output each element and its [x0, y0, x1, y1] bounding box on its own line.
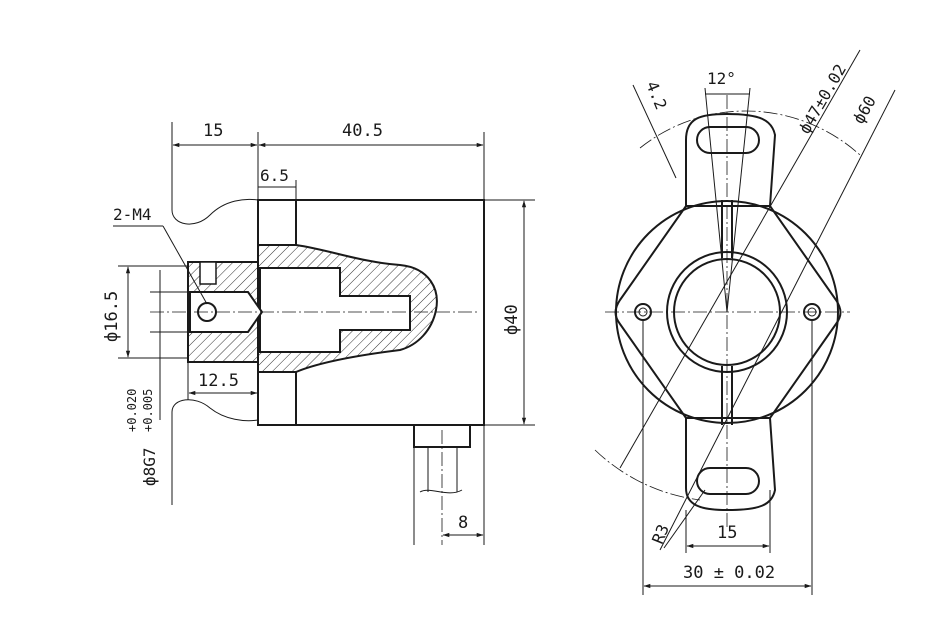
dim-6-5: 6.5: [260, 166, 289, 185]
dim-line-4-2: [632, 84, 677, 179]
slot-bottom: [696, 467, 760, 495]
cable-break: [419, 489, 463, 494]
dim-8g7: ф8G7: [140, 447, 159, 486]
dim-8: 8: [458, 513, 468, 533]
pcd-arc-top: [639, 110, 861, 156]
pcd-arc-bottom: [594, 449, 701, 501]
diamond-flange: [614, 205, 842, 419]
leader-60: [659, 89, 896, 551]
dim-8g7-tol-upper: +0.020: [125, 389, 139, 432]
angle-line-left: [704, 87, 728, 313]
leader-r3: [663, 489, 706, 549]
dim-60: ф60: [849, 92, 880, 127]
dim-40-5: 40.5: [342, 121, 383, 141]
set-screw-slot: [199, 261, 217, 285]
dim-8g7-tol-lower: +0.005: [141, 389, 155, 432]
dim-12deg: 12°: [707, 69, 736, 88]
bracket-bottom-lug: [685, 417, 777, 512]
leader-47: [619, 49, 861, 469]
front-view: 12° 4.2 ф47±0.02 ф60 R3 15 30 ± 0.02: [594, 49, 896, 595]
dim-16-5: ф16.5: [102, 291, 122, 342]
dim-r3: R3: [648, 522, 673, 547]
dim-4-2: 4.2: [642, 78, 670, 112]
dim-40: ф40: [502, 304, 522, 335]
dim-15-front: 15: [717, 523, 737, 543]
dim-12-5: 12.5: [198, 371, 239, 391]
mount-plate-bottom: [171, 399, 259, 505]
leader-2m4-diag: [162, 225, 208, 305]
slot-top: [696, 126, 760, 154]
dim-47: ф47±0.02: [795, 61, 850, 137]
side-view: 15 40.5 6.5 2-M4 ф16.5 ф8G7 +0.020 +0.00…: [102, 121, 535, 545]
hub-bore: [259, 267, 411, 353]
dim-15: 15: [203, 121, 223, 141]
mount-plate-top: [171, 122, 259, 225]
dim-2-m4: 2-M4: [113, 205, 152, 224]
dim-30: 30 ± 0.02: [683, 563, 775, 583]
angle-line-right: [726, 87, 751, 313]
